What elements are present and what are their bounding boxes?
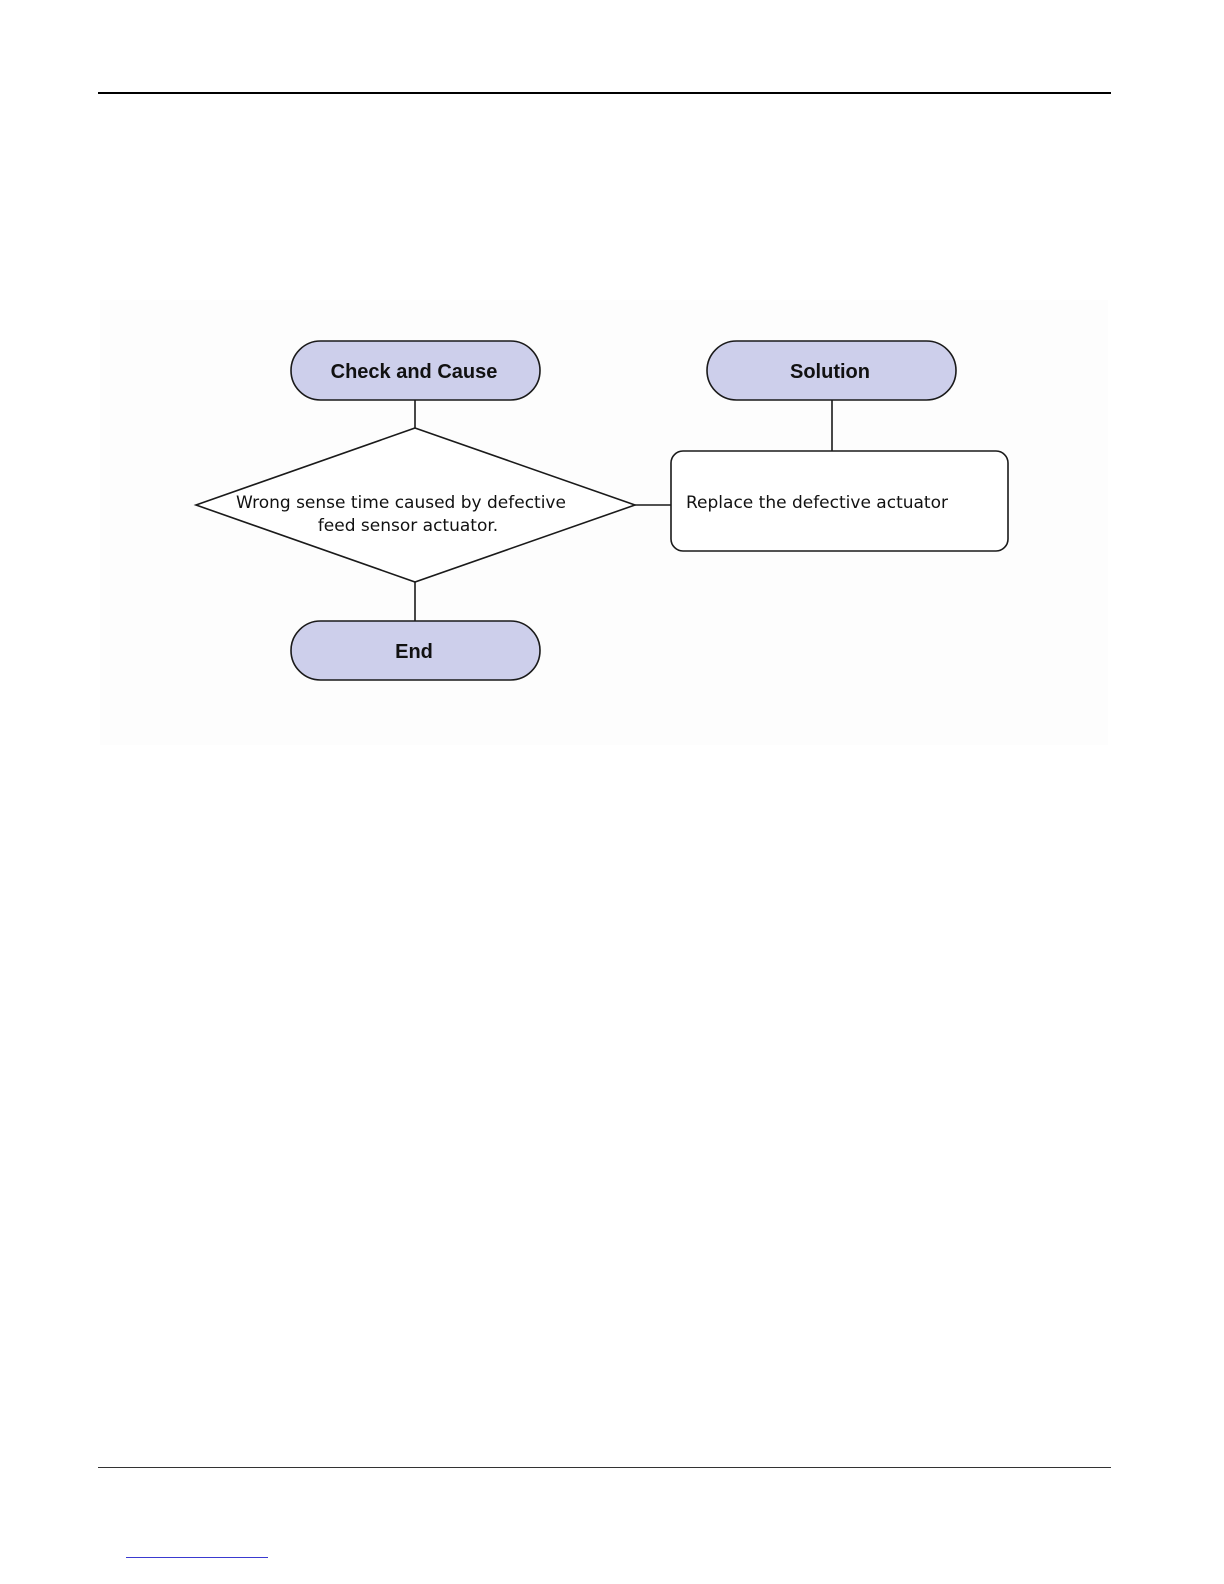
decision-text-line1: Wrong sense time caused by defective [236, 493, 566, 513]
footer-rule [98, 1467, 1111, 1468]
solution-label: Solution [790, 361, 870, 383]
solution-terminal: Solution [707, 341, 956, 400]
check-and-cause-label: Check and Cause [331, 361, 498, 383]
check-and-cause-terminal: Check and Cause [291, 341, 540, 400]
end-terminal: End [291, 621, 540, 680]
decision-diamond: Wrong sense time caused by defective fee… [196, 428, 635, 582]
solution-step-text: Replace the defective actuator [686, 493, 948, 513]
solution-step-box: Replace the defective actuator [671, 451, 1008, 551]
end-label: End [395, 641, 433, 663]
footer-link-underline[interactable] [126, 1557, 268, 1558]
decision-text-line2: feed sensor actuator. [318, 516, 498, 536]
